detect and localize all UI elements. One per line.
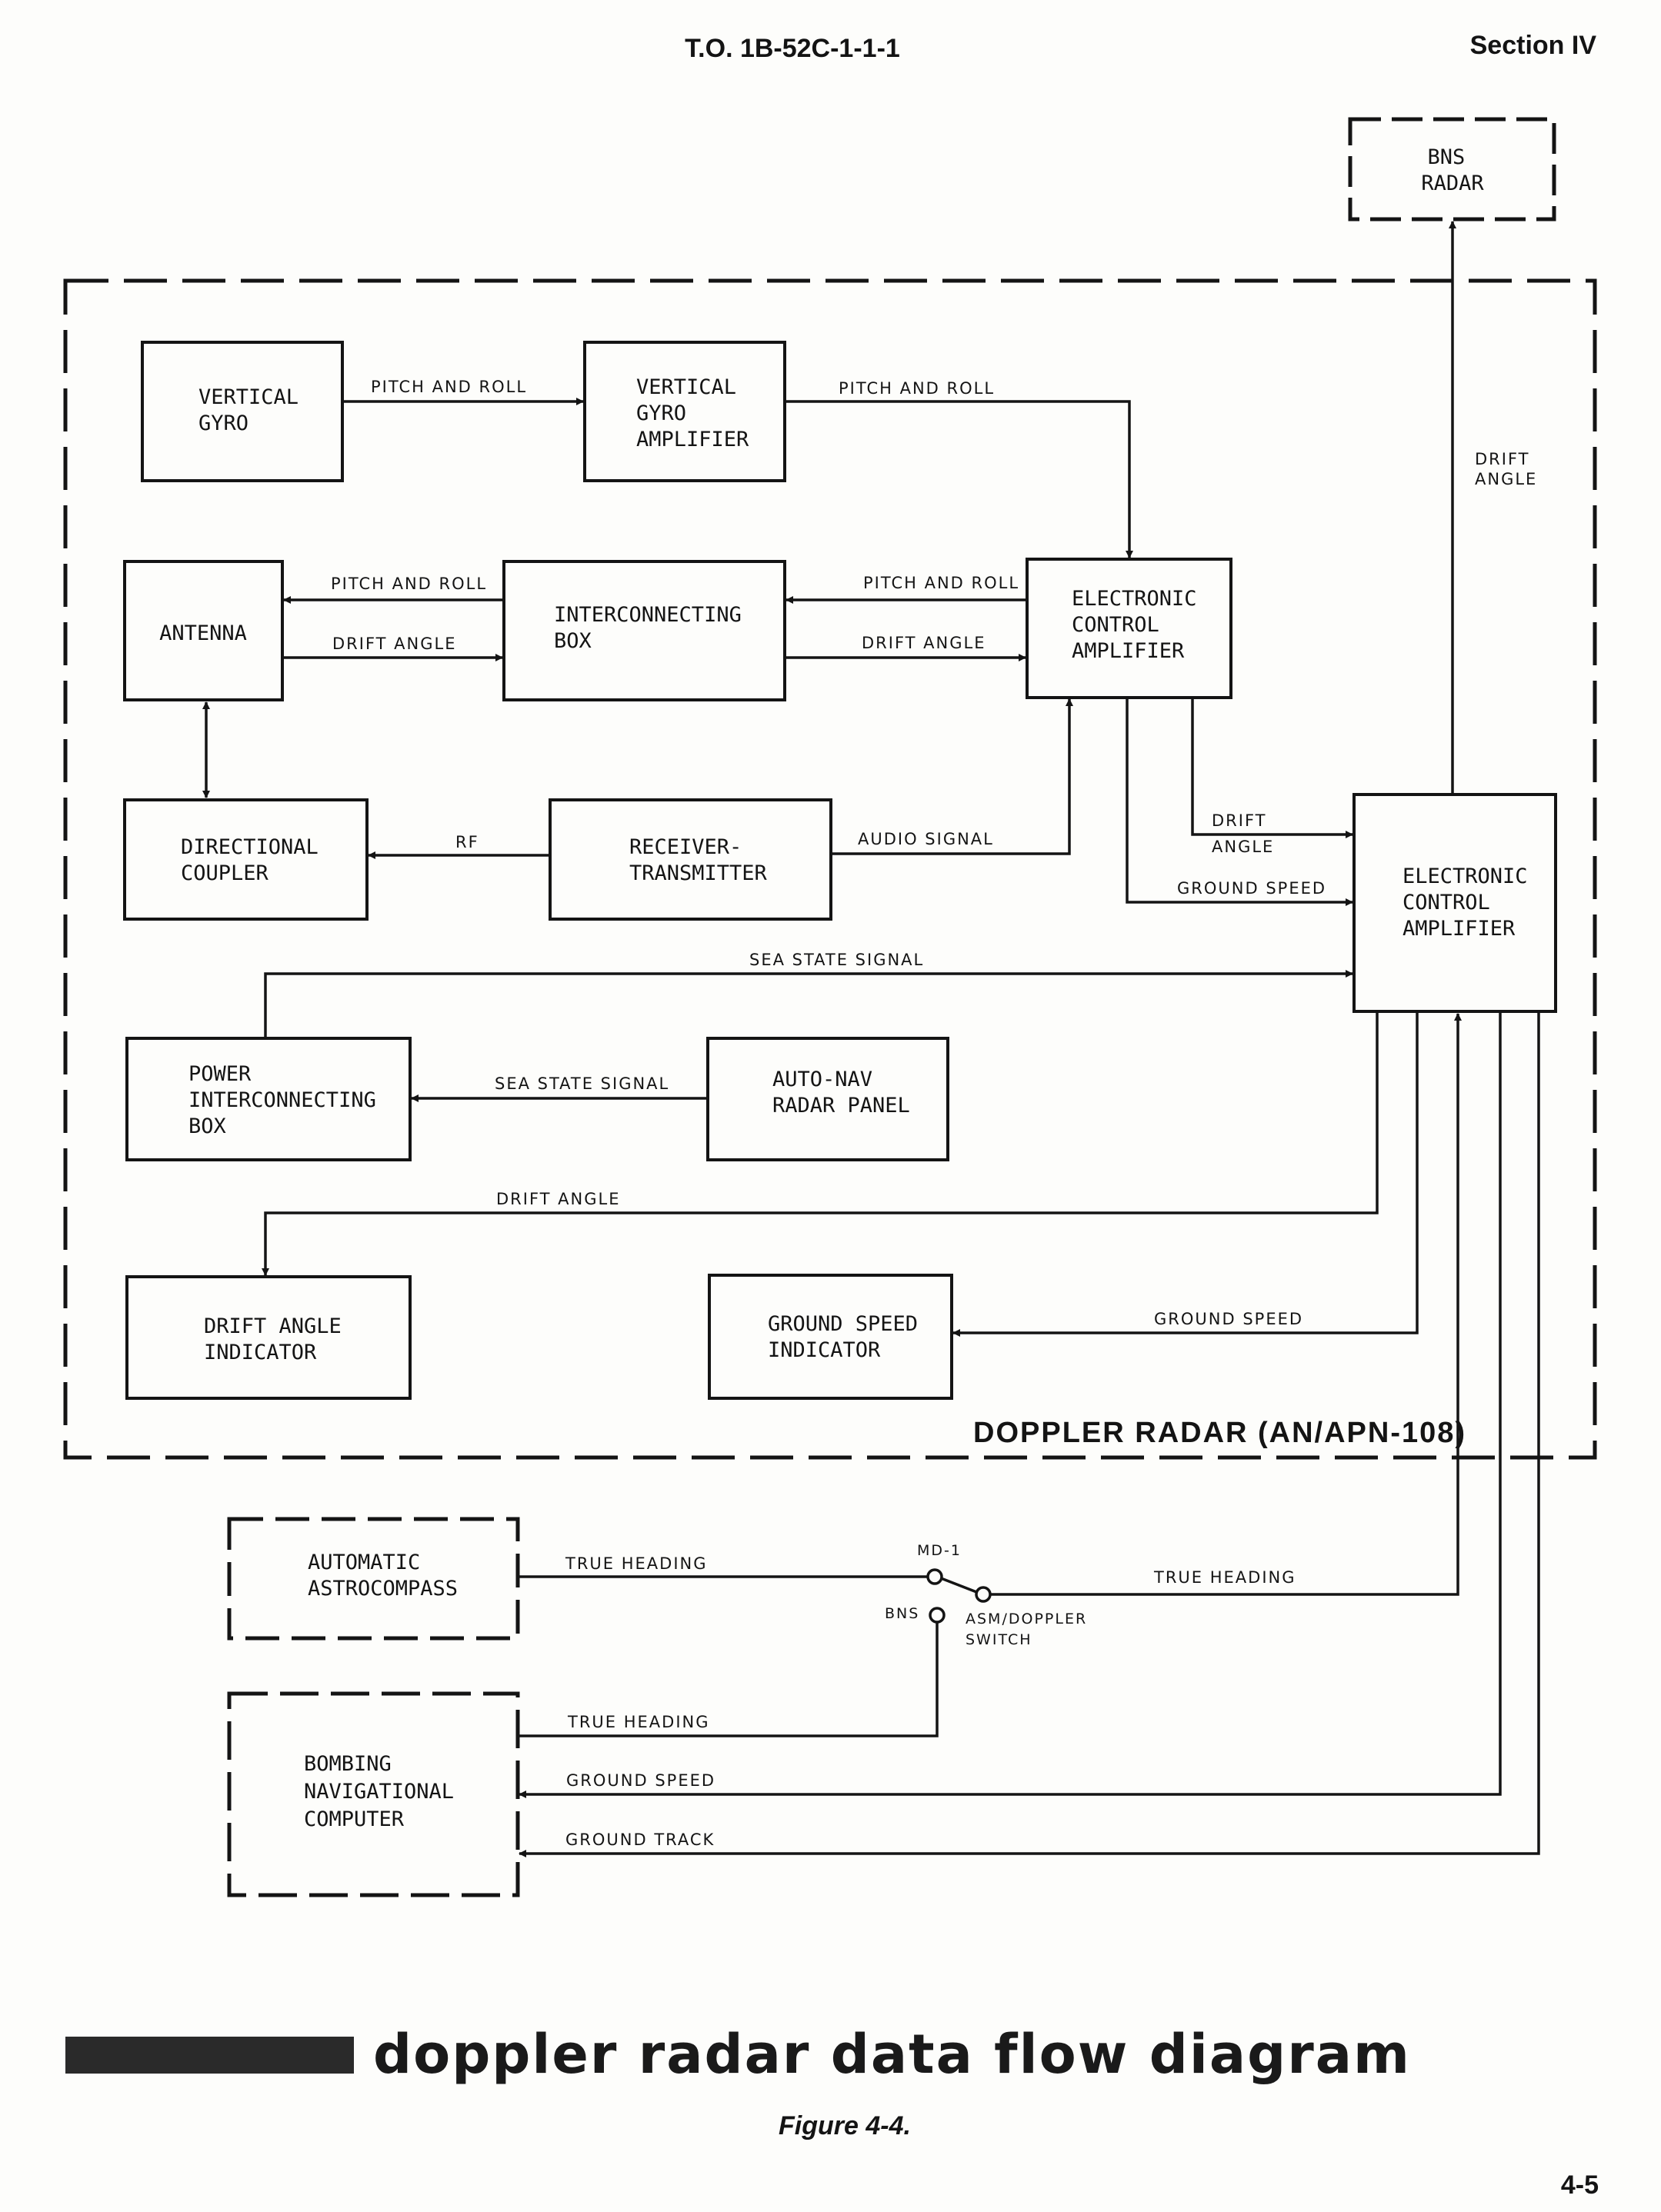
diagram-title: doppler radar data flow diagram: [373, 2023, 1411, 2086]
vertical-gyro-label: VERTICAL GYRO: [198, 385, 311, 435]
vertical-gyro-box: [141, 341, 344, 482]
ground-speed-indicator-box: [708, 1274, 953, 1400]
directional-coupler-box: [123, 798, 369, 921]
section-label: Section IV: [1470, 31, 1597, 60]
power-interconnecting-box: [125, 1037, 412, 1161]
document-number: T.O. 1B-52C-1-1-1: [685, 34, 900, 63]
drift-angle-antenna-to-box-label: DRIFT ANGLE: [332, 635, 456, 653]
ground-speed-eca-to-eca-line: [1126, 698, 1353, 906]
electronic-control-amplifier-upper-box: [1026, 558, 1232, 699]
true-heading-astro-label: TRUE HEADING: [565, 1554, 708, 1573]
ground-speed-eca-to-eca-label: GROUND SPEED: [1177, 879, 1326, 898]
figure-caption: Figure 4-4.: [779, 2111, 911, 2140]
sea-state-to-eca-label: SEA STATE SIGNAL: [749, 951, 924, 969]
electronic-control-amplifier-right-label: ELECTRONIC CONTROL AMPLIFIER: [1403, 864, 1540, 941]
audio-signal-line: [831, 698, 1073, 855]
doppler-radar-system-label: DOPPLER RADAR (AN/APN-108): [973, 1417, 1466, 1449]
automatic-astrocompass-label: AUTOMATIC ASTROCOMPASS: [308, 1551, 458, 1601]
ground-speed-indicator-feed-line: [952, 1011, 1419, 1337]
switch-md1-label: MD-1: [917, 1542, 962, 1559]
pitch-roll-eca-to-box-label: PITCH AND ROLL: [863, 574, 1019, 592]
true-heading-to-bnc-label: TRUE HEADING: [567, 1713, 710, 1731]
receiver-transmitter-box: [549, 798, 832, 921]
auto-nav-radar-panel-label: AUTO-NAV RADAR PANEL: [772, 1068, 910, 1118]
electronic-control-amplifier-upper-label: ELECTRONIC CONTROL AMPLIFIER: [1072, 587, 1209, 663]
ground-speed-to-bnc-label: GROUND SPEED: [566, 1771, 715, 1790]
asm-doppler-switch-label: ASM/DOPPLER SWITCH: [966, 1611, 1093, 1648]
drift-angle-eca-to-eca-label: DRIFT ANGLE: [1212, 811, 1274, 856]
pitch-roll-box-to-antenna-label: PITCH AND ROLL: [331, 575, 487, 593]
rf-label: RF: [455, 833, 479, 851]
receiver-transmitter-label: RECEIVER- TRANSMITTER: [629, 835, 768, 885]
ground-speed-indicator-feed-label: GROUND SPEED: [1154, 1310, 1303, 1328]
drift-angle-indicator-feed-line: [262, 1011, 1379, 1276]
system-label-backdrop: [966, 1407, 1450, 1454]
ground-speed-to-bnc-line: [519, 1011, 1502, 1798]
switch-bns-contact: [929, 1607, 946, 1624]
drift-angle-indicator-feed-label: DRIFT ANGLE: [496, 1190, 620, 1208]
pitch-roll-amp-to-eca-label: PITCH AND ROLL: [839, 379, 995, 398]
bombing-navigational-computer-label: BOMBING NAVIGATIONAL COMPUTER: [304, 1752, 466, 1831]
true-heading-to-eca-line: [990, 1013, 1462, 1596]
ground-speed-indicator-label: GROUND SPEED INDICATOR: [768, 1312, 930, 1362]
true-heading-to-eca-label: TRUE HEADING: [1153, 1568, 1296, 1587]
drift-angle-indicator-label: DRIFT ANGLE INDICATOR: [204, 1314, 354, 1364]
ground-track-to-bnc-label: GROUND TRACK: [565, 1831, 715, 1849]
power-interconnecting-box-label: POWER INTERCONNECTING BOX: [188, 1062, 389, 1138]
bns-radar-label: BNS RADAR: [1421, 145, 1484, 195]
drift-angle-box-to-eca-label: DRIFT ANGLE: [862, 634, 986, 652]
antenna-label: ANTENNA: [159, 621, 247, 645]
sea-state-to-eca-line: [264, 970, 1353, 1038]
bns-radar-box: [1348, 117, 1556, 222]
directional-coupler-label: DIRECTIONAL COUPLER: [181, 835, 331, 885]
title-bar: [65, 2037, 354, 2074]
interconnecting-box-label: INTERCONNECTING BOX: [554, 603, 754, 653]
automatic-astrocompass-box: [227, 1517, 520, 1641]
doppler-radar-enclosure: [63, 278, 1597, 1460]
switch-blade: [936, 1575, 979, 1594]
ground-track-to-bnc-line: [519, 1011, 1540, 1857]
true-heading-to-bnc-line: [518, 1622, 939, 1737]
electronic-control-amplifier-right-box: [1352, 793, 1557, 1013]
vertical-gyro-amplifier-box: [583, 341, 786, 482]
page-number: 4-5: [1561, 2170, 1599, 2200]
interconnecting-box: [502, 560, 786, 701]
audio-signal-label: AUDIO SIGNAL: [858, 830, 994, 848]
switch-common-contact: [975, 1586, 992, 1603]
drift-angle-to-bns-label: DRIFT ANGLE: [1475, 450, 1537, 488]
vertical-gyro-amplifier-label: VERTICAL GYRO AMPLIFIER: [636, 375, 749, 451]
antenna-box: [123, 560, 284, 701]
pitch-roll-gyro-to-amp-label: PITCH AND ROLL: [371, 378, 527, 396]
pitch-roll-amp-to-eca-line: [785, 400, 1133, 558]
drift-angle-indicator-box: [125, 1275, 412, 1400]
bombing-navigational-computer-box: [227, 1691, 520, 1897]
sea-state-panel-to-box-label: SEA STATE SIGNAL: [495, 1074, 669, 1093]
switch-bns-label: BNS: [885, 1605, 919, 1622]
switch-md1-contact: [926, 1568, 943, 1585]
drift-angle-eca-to-eca-line: [1191, 698, 1353, 838]
